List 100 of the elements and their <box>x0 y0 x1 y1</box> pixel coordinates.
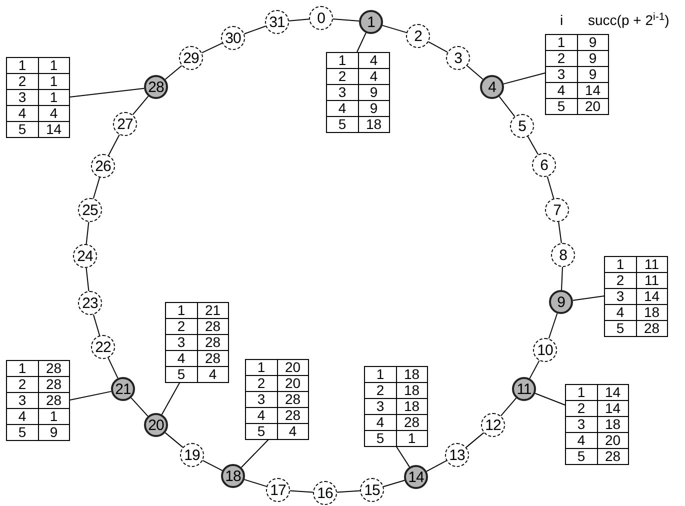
ring-segment <box>164 432 184 448</box>
table-cell: 1 <box>365 367 396 383</box>
ring-segment <box>130 397 148 417</box>
table-cell: 14 <box>636 289 668 305</box>
table-cell: 3 <box>546 67 578 83</box>
table-cell: 18 <box>396 399 428 415</box>
table-cell: 3 <box>327 85 358 101</box>
table-cell: 5 <box>7 425 38 441</box>
table-cell: 2 <box>327 69 358 85</box>
table-cell: 3 <box>365 399 396 415</box>
table-cell: 1 <box>38 58 70 74</box>
table-cell: 28 <box>636 321 668 337</box>
table-cell: 1 <box>166 303 198 319</box>
ring-segment <box>426 460 447 472</box>
ring-segment <box>92 177 100 199</box>
table-cell: 4 <box>358 53 390 69</box>
leader-line <box>534 392 566 406</box>
table-cell: 28 <box>598 449 629 465</box>
ring-segment <box>561 266 563 290</box>
ring-segment <box>92 314 100 336</box>
leader-line <box>161 382 180 416</box>
finger-table <box>604 256 668 337</box>
ring-segment <box>332 18 360 22</box>
finger-table <box>565 384 629 465</box>
table-cell: 4 <box>605 305 636 321</box>
column-header: i <box>560 11 564 30</box>
table-cell: 20 <box>578 99 609 115</box>
table-cell: 18 <box>358 117 390 133</box>
table-cell: 1 <box>246 360 278 376</box>
table-cell: 5 <box>246 424 278 440</box>
finger-table <box>364 366 428 447</box>
table-cell: 5 <box>605 321 636 337</box>
table-cell: 4 <box>246 408 278 424</box>
table-cell: 1 <box>327 53 358 69</box>
ring-segment <box>558 221 562 244</box>
table-cell: 4 <box>7 409 38 425</box>
finger-table <box>165 302 229 383</box>
ring-segment <box>466 432 484 448</box>
table-cell: 1 <box>38 74 70 90</box>
finger-table <box>326 52 390 133</box>
table-cell: 3 <box>246 392 278 408</box>
leader-line <box>70 88 145 98</box>
table-cell: 14 <box>38 122 70 138</box>
table-cell: 4 <box>365 415 396 431</box>
table-cell: 3 <box>7 90 38 106</box>
table-cell: 20 <box>598 433 629 449</box>
table-cell: 9 <box>578 35 609 51</box>
table-cell: 9 <box>358 101 390 117</box>
finger-table <box>245 359 309 440</box>
ring-segment <box>108 134 120 156</box>
table-cell: 28 <box>38 377 70 393</box>
ring-segment <box>500 398 517 416</box>
table-cell: 28 <box>396 415 428 431</box>
table-cell: 20 <box>278 360 309 376</box>
table-cell: 4 <box>278 424 309 440</box>
leader-line <box>572 296 604 301</box>
table-cell: 28 <box>198 319 229 335</box>
table-cell: 11 <box>636 273 668 289</box>
ring-segment <box>132 96 149 116</box>
table-cell: 3 <box>166 335 198 351</box>
table-cell: 18 <box>396 383 428 399</box>
table-cell: 9 <box>38 425 70 441</box>
table-cell: 28 <box>38 393 70 409</box>
ring-segment <box>546 176 554 199</box>
table-cell: 2 <box>365 383 396 399</box>
ring-segment <box>498 96 516 117</box>
table-cell: 2 <box>7 74 38 90</box>
table-cell: 1 <box>396 431 428 447</box>
table-cell: 3 <box>566 417 598 433</box>
table-cell: 5 <box>7 122 38 138</box>
table-cell: 18 <box>598 417 629 433</box>
ring-segment <box>288 18 310 22</box>
table-cell: 1 <box>38 409 70 425</box>
finger-table <box>545 34 609 115</box>
table-cell: 9 <box>358 85 390 101</box>
table-cell: 14 <box>578 83 609 99</box>
table-cell: 2 <box>605 273 636 289</box>
table-cell: 2 <box>7 377 38 393</box>
table-cell: 5 <box>566 449 598 465</box>
table-cell: 28 <box>278 408 309 424</box>
table-cell: 14 <box>598 385 629 401</box>
ring-segment <box>527 136 539 156</box>
table-cell: 4 <box>166 351 198 367</box>
ring-segment <box>244 26 266 34</box>
table-cell: 1 <box>7 361 38 377</box>
finger-table <box>6 360 70 441</box>
table-cell: 4 <box>546 83 578 99</box>
ring-segment <box>164 65 182 80</box>
table-cell: 4 <box>7 106 38 122</box>
ring-segment <box>466 65 484 80</box>
ring-segment <box>382 24 407 34</box>
ring-segment <box>244 479 268 487</box>
ring-segment <box>108 357 118 379</box>
table-cell: 9 <box>578 51 609 67</box>
table-cell: 18 <box>396 367 428 383</box>
ring-segment <box>529 360 540 379</box>
table-cell: 1 <box>566 385 598 401</box>
table-cell: 5 <box>166 367 198 383</box>
finger-table <box>6 57 70 138</box>
table-cell: 3 <box>605 289 636 305</box>
